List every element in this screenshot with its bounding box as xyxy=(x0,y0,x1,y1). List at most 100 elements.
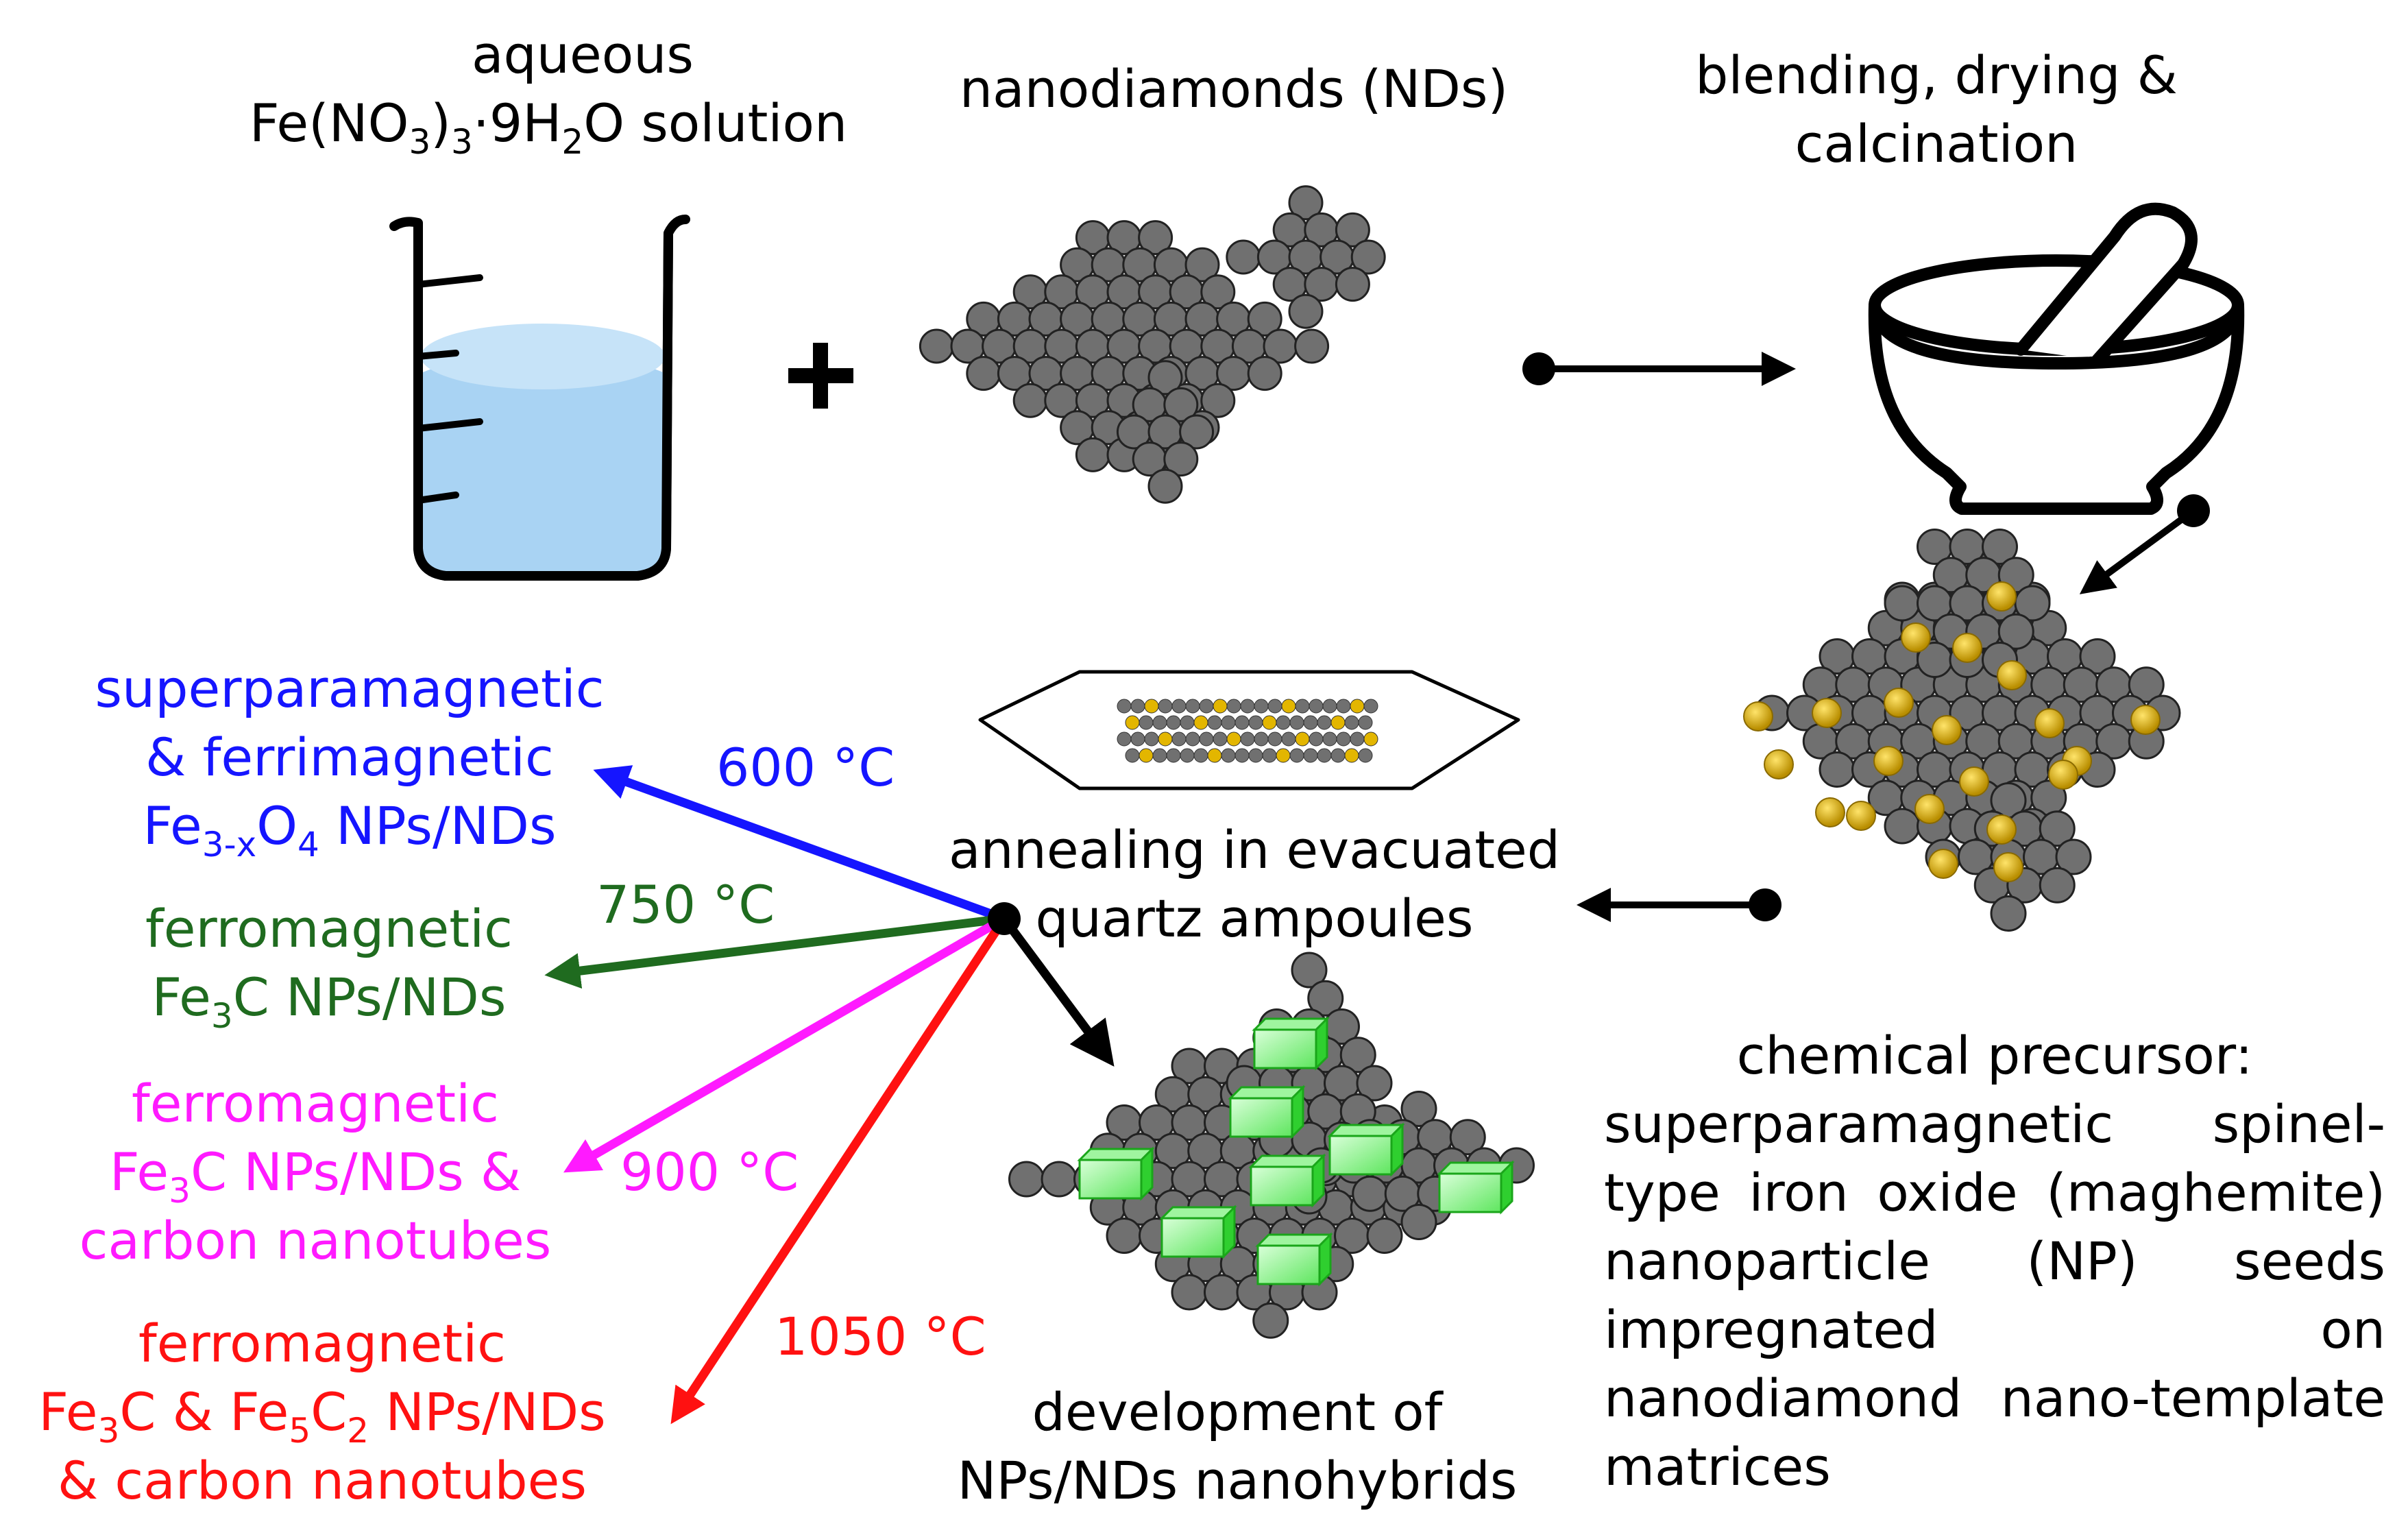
nanodiamond-particle xyxy=(1125,748,1140,763)
nanodiamond-particle xyxy=(2039,810,2076,847)
iron-oxide-seed xyxy=(1997,660,2027,690)
development-label-line2: NPs/NDs nanohybrids xyxy=(957,1450,1518,1511)
nanodiamond-particle xyxy=(1185,731,1200,747)
nanoparticle-crystal xyxy=(1437,1160,1515,1215)
product-600-line1: superparamagnetic xyxy=(95,658,605,719)
iron-oxide-seed xyxy=(1986,581,2017,612)
nanodiamond-particle xyxy=(1171,699,1187,714)
nanodiamond-particle xyxy=(1254,699,1269,714)
blending-label-line1: blending, drying & xyxy=(1695,45,2178,106)
product-750-line2: Fe3C NPs/NDs xyxy=(151,967,507,1036)
precursor-title: chemical precursor: xyxy=(1736,1025,2253,1086)
nanodiamond-particle xyxy=(1152,715,1167,730)
nanodiamond-particle xyxy=(1366,1218,1403,1254)
product-900-line2: Fe3C NPs/NDs & xyxy=(109,1141,522,1211)
plus-sign xyxy=(788,343,853,409)
nanodiamond-particle xyxy=(1117,699,1132,714)
ampoule-particle-rows xyxy=(1117,699,1378,763)
iron-oxide-seed xyxy=(1295,731,1310,747)
nanodiamond-particle xyxy=(1309,699,1324,714)
nanodiamond-particle xyxy=(1252,1302,1289,1339)
nanodiamonds-label: nanodiamonds (NDs) xyxy=(959,58,1509,119)
nanodiamond-particle xyxy=(1041,1161,1078,1198)
nanodiamond-particle xyxy=(1075,437,1110,472)
temperature-900-label: 900 °C xyxy=(620,1141,799,1202)
nanodiamond-particle xyxy=(1307,980,1344,1017)
temperature-600-label: 600 °C xyxy=(716,737,895,798)
iron-oxide-seed xyxy=(1764,749,1794,779)
nanodiamond-particle xyxy=(1240,699,1255,714)
nanodiamond-particle xyxy=(1303,748,1318,763)
iron-oxide-seed xyxy=(1846,801,1876,831)
nanodiamond-particle xyxy=(1226,699,1241,714)
product-600-line2: & ferrimagnetic xyxy=(145,727,554,788)
nanodiamond-particle xyxy=(1449,1119,1486,1156)
nanodiamond-particle xyxy=(1147,360,1183,396)
nanodiamond-particle xyxy=(1163,441,1199,477)
nanohybrid-cluster xyxy=(1008,952,1535,1339)
iron-oxide-seed xyxy=(1226,731,1241,747)
nanodiamond-particle xyxy=(1267,699,1282,714)
iron-oxide-seed xyxy=(1884,688,1914,718)
arrow-to-mortar xyxy=(1522,352,1796,386)
nanodiamond-particle xyxy=(1322,731,1337,747)
nanoparticle-crystal xyxy=(1159,1205,1237,1259)
nanodiamond-particle xyxy=(1248,748,1263,763)
nanodiamond-particle xyxy=(1139,715,1154,730)
nanodiamond-particle xyxy=(1247,356,1282,391)
nanodiamond-particle xyxy=(1350,239,1386,275)
nanodiamond-particle xyxy=(2079,638,2116,675)
nanodiamond-particle xyxy=(1199,731,1214,747)
iron-oxide-seed xyxy=(1901,622,1931,653)
iron-oxide-seed xyxy=(1213,699,1228,714)
precursor-description: chemical precursor: superparamagnetic sp… xyxy=(1604,1021,2385,1501)
nanodiamond-particle xyxy=(1193,748,1208,763)
nanodiamond-particle xyxy=(1185,699,1200,714)
nanodiamond-particle xyxy=(1144,731,1159,747)
nanodiamond-particle xyxy=(1400,1204,1437,1240)
iron-oxide-seed xyxy=(2048,760,2078,790)
iron-oxide-seed xyxy=(1914,794,1945,824)
nanodiamond-particle xyxy=(1180,715,1195,730)
product-750-line1: ferromagnetic xyxy=(145,898,513,959)
nanodiamond-particle xyxy=(1295,699,1310,714)
iron-oxide-seed xyxy=(1928,849,1958,879)
iron-oxide-seed xyxy=(1873,746,1904,776)
nanoparticle-crystal xyxy=(1248,1153,1326,1208)
nanodiamond-particle xyxy=(1235,748,1250,763)
nanodiamond-particle xyxy=(1130,699,1145,714)
nanodiamond-particle xyxy=(1303,715,1318,730)
iron-oxide-seed xyxy=(1262,715,1277,730)
iron-oxide-seed xyxy=(1986,814,2017,845)
nanodiamond-particle xyxy=(1289,748,1304,763)
nanodiamond-particle xyxy=(1262,748,1277,763)
nanodiamond-particle xyxy=(1171,731,1187,747)
temperature-750-label: 750 °C xyxy=(596,874,775,935)
nanodiamond-particle xyxy=(1344,715,1359,730)
nanodiamond-particle xyxy=(1276,715,1291,730)
nanodiamond-particle xyxy=(1281,731,1296,747)
nanodiamond-particle xyxy=(1294,328,1330,364)
nanodiamond-particle xyxy=(1221,748,1236,763)
annealing-label-line1: annealing in evacuated xyxy=(948,819,1561,880)
nanodiamond-particle xyxy=(2055,838,2092,875)
nanodiamond-particle xyxy=(2128,666,2165,703)
nanodiamond-particle xyxy=(1166,748,1181,763)
nanodiamond-particle xyxy=(1267,731,1282,747)
nanodiamond-particle xyxy=(966,356,1001,391)
nanodiamond-particle xyxy=(2014,585,2051,622)
temperature-1050-label: 1050 °C xyxy=(775,1306,986,1367)
nanodiamond-particle xyxy=(1291,952,1328,989)
nanodiamond-particle xyxy=(1330,748,1346,763)
nanodiamond-particle xyxy=(1336,699,1351,714)
nanodiamond-particle xyxy=(2039,867,2076,904)
nanodiamond-particle xyxy=(1200,383,1236,418)
nanodiamond-particle xyxy=(1358,748,1373,763)
nanodiamond-particle xyxy=(1147,468,1183,504)
nanodiamond-particle xyxy=(1199,699,1214,714)
iron-oxide-seed xyxy=(1350,699,1365,714)
precursor-text: superparamagnetic spinel-type iron oxide… xyxy=(1604,1093,2385,1497)
product-1050-line2: Fe3C & Fe5C2 NPs/NDs xyxy=(38,1381,606,1451)
product-900-line1: ferromagnetic xyxy=(132,1073,499,1134)
